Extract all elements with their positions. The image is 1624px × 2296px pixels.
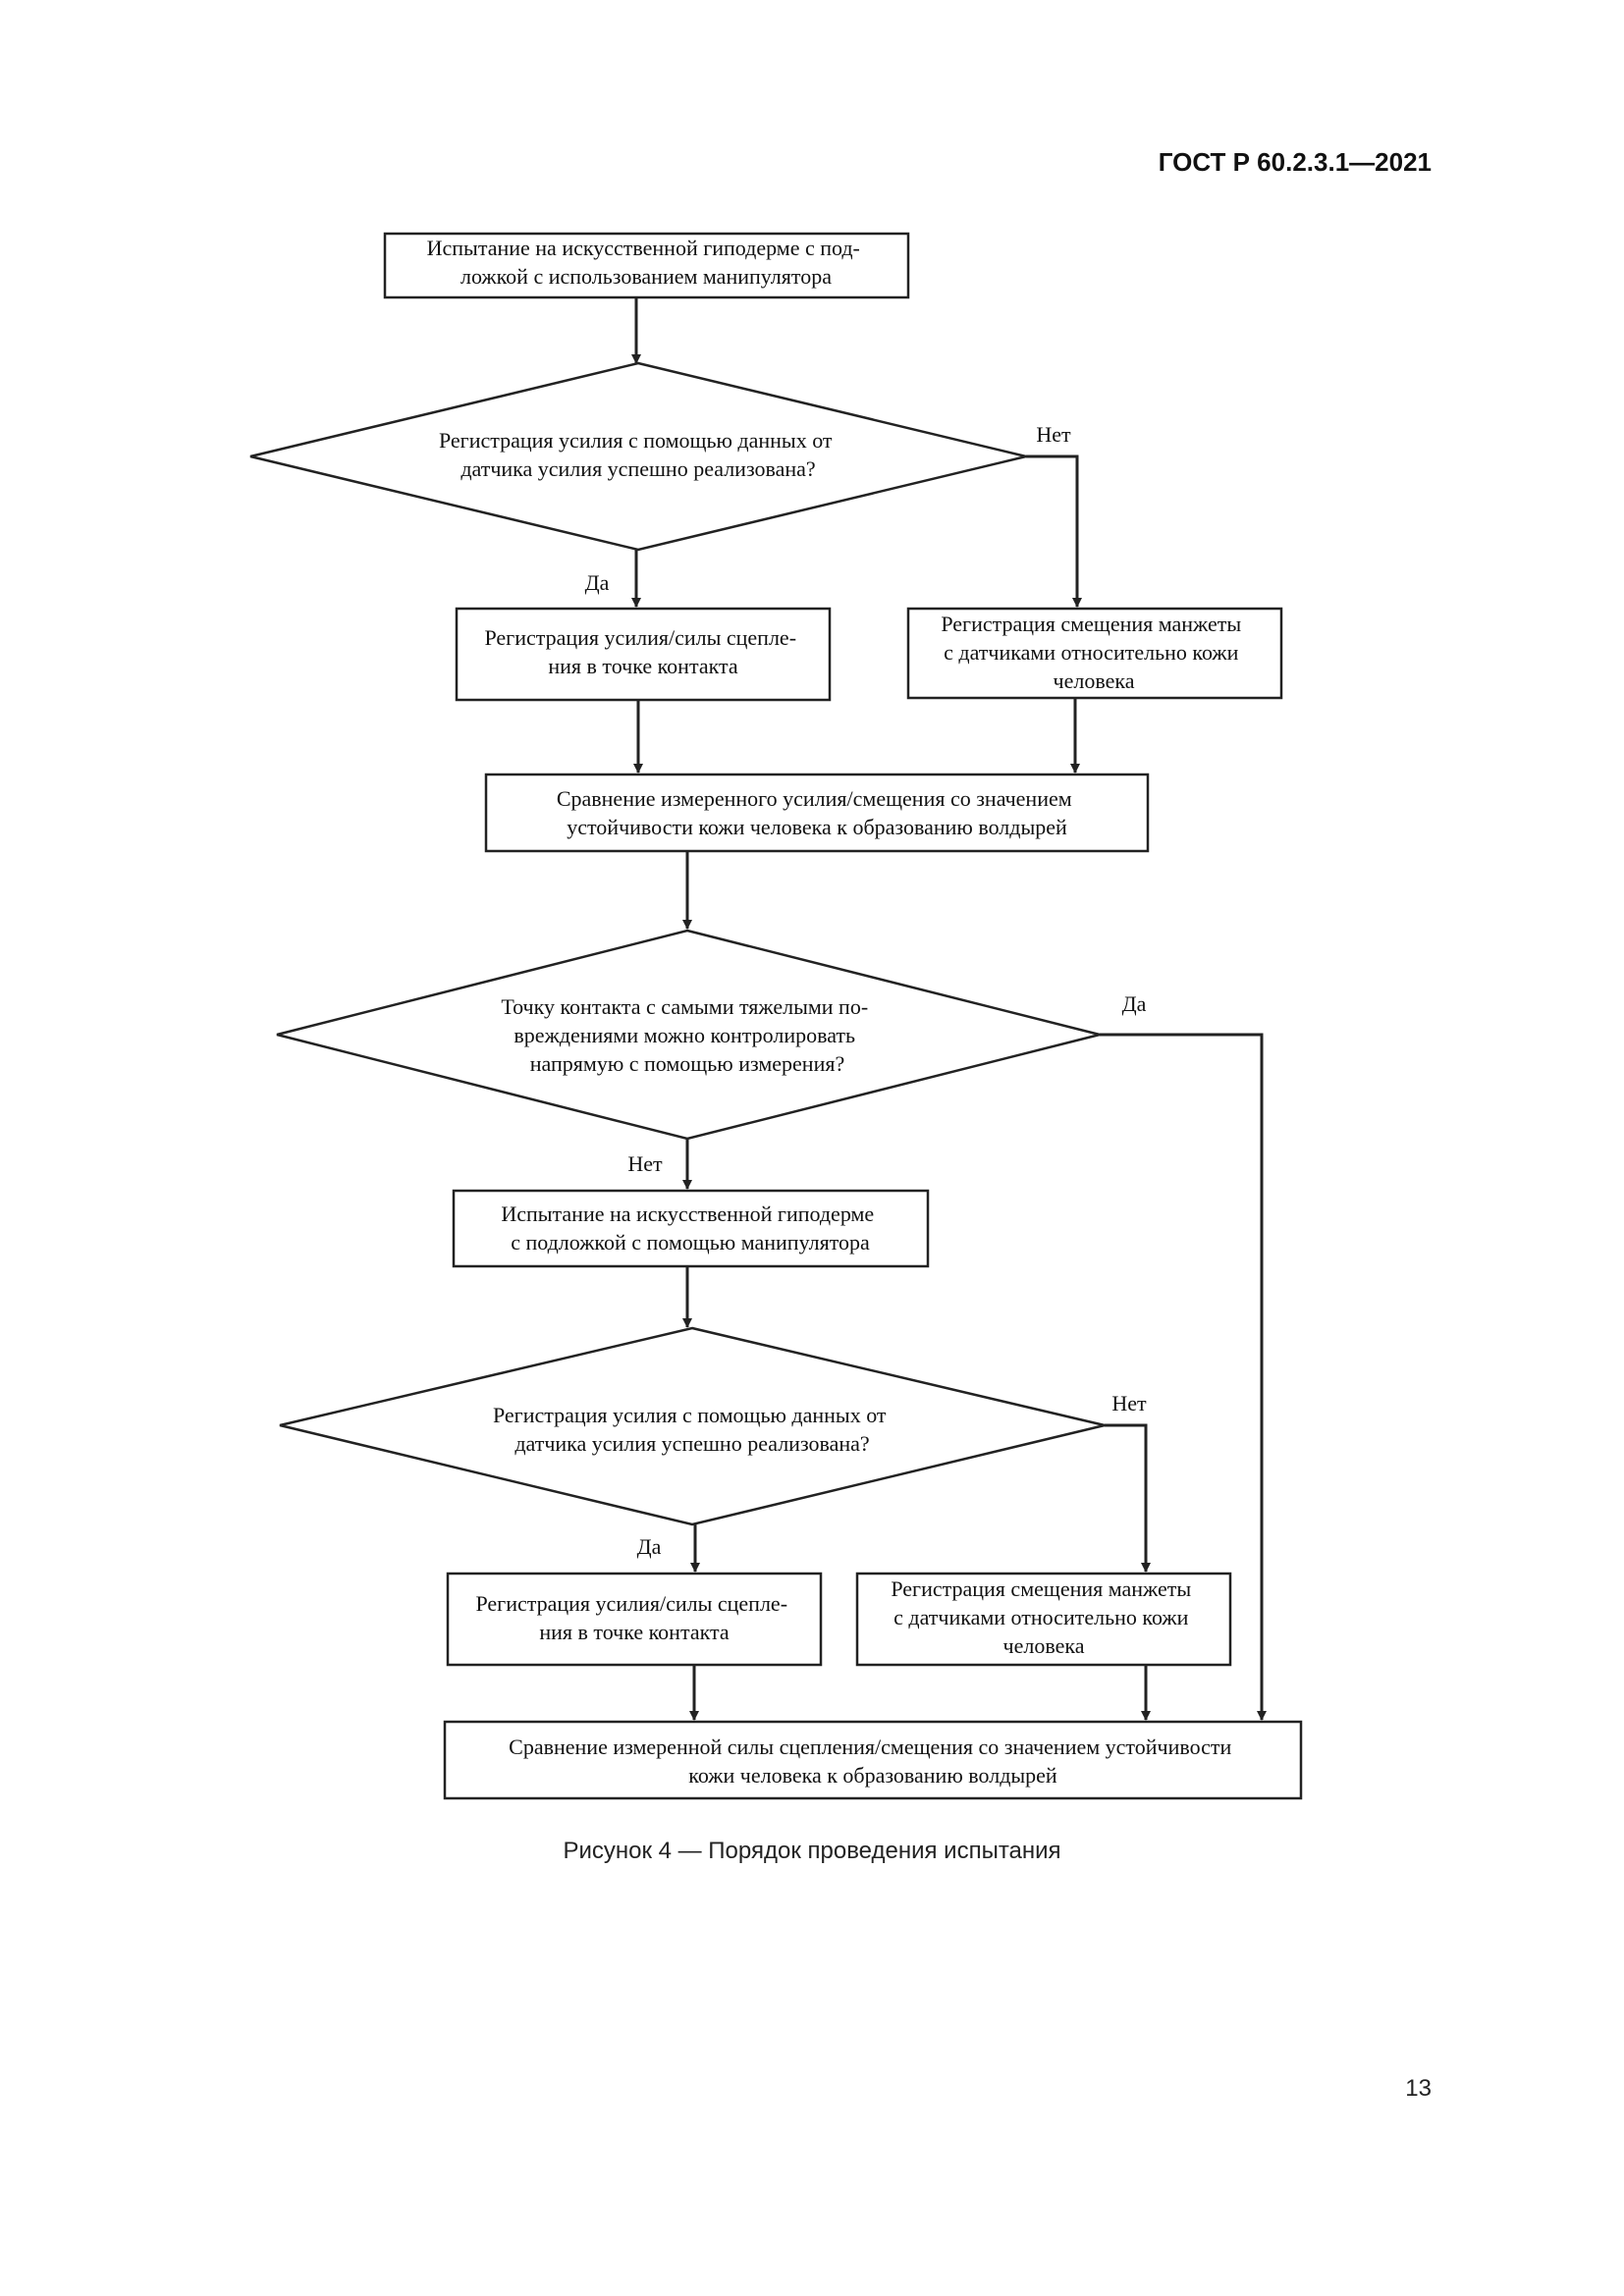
node-cuff-2-line: человека [1003, 1633, 1085, 1658]
branch-label-no: Нет [627, 1151, 663, 1176]
decision-1-line: Регистрация усилия с помощью данных от [439, 428, 833, 453]
node-test-start [383, 232, 910, 299]
node-force-registration-2-text: Регистрация усилия/силы сцепле- ния в то… [475, 1591, 792, 1644]
decision-1-line: датчика усилия успешно реализована? [460, 456, 815, 481]
node-cuff-displacement-2 [855, 1572, 1232, 1667]
node-cuff-2-line: с датчиками относительно кожи [893, 1605, 1188, 1629]
decision-force-registered-1-text: Регистрация усилия с помощью данных от д… [439, 428, 838, 481]
branch-label-yes: Да [1122, 991, 1147, 1016]
branch-label-no: Нет [1036, 422, 1071, 447]
branch-label-yes: Да [637, 1534, 662, 1559]
node-comparison-2-line: кожи человека к образованию волдырей [688, 1763, 1057, 1788]
node-test-manipulator-line: с подложкой с помощью манипулятора [511, 1230, 870, 1255]
node-comparison-1 [484, 773, 1150, 853]
node-force-1-line: Регистрация усилия/силы сцепле- [484, 625, 796, 650]
decision-direct-control-text: Точку контакта с самыми тяжелыми по- вре… [501, 994, 873, 1076]
node-force-2-line: Регистрация усилия/силы сцепле- [475, 1591, 787, 1616]
node-cuff-1-line: человека [1054, 668, 1135, 693]
node-cuff-1-line: Регистрация смещения манжеты [941, 612, 1241, 636]
arrow-d3-no [1105, 1423, 1151, 1573]
decision-2-line: вреждениями можно контролировать [514, 1023, 855, 1047]
arrow-d1-no [1026, 454, 1082, 608]
decision-3-line: датчика усилия успешно реализована? [514, 1431, 869, 1456]
node-force-registration-1 [455, 607, 832, 702]
node-force-2-line: ния в точке контакта [539, 1620, 730, 1644]
node-comparison-2-text: Сравнение измеренной силы сцепления/смещ… [509, 1735, 1237, 1788]
decision-3-line: Регистрация усилия с помощью данных от [493, 1403, 887, 1427]
branch-label-no: Нет [1111, 1391, 1147, 1415]
node-comparison-1-line: Сравнение измеренного усилия/смещения со… [557, 786, 1072, 811]
arrow-d2-yes [1100, 1033, 1267, 1721]
node-test-start-text: Испытание на искусственной гиподерме с п… [427, 236, 866, 289]
node-test-manipulator-text: Испытание на искусственной гиподерме с п… [501, 1201, 879, 1255]
decision-2-line: Точку контакта с самыми тяжелыми по- [501, 994, 868, 1019]
node-test-start-line: Испытание на искусственной гиподерме с п… [427, 236, 860, 260]
node-cuff-displacement-1-text: Регистрация смещения манжеты с датчиками… [941, 612, 1246, 693]
figure-caption: Рисунок 4 — Порядок проведения испытания [563, 1838, 1061, 1864]
node-force-registration-1-text: Регистрация усилия/силы сцепле- ния в то… [484, 625, 801, 678]
node-cuff-1-line: с датчиками относительно кожи [944, 640, 1238, 665]
node-test-manipulator [452, 1189, 930, 1268]
connectors [631, 297, 1267, 1721]
decision-2-line: напрямую с помощью измерения? [530, 1051, 844, 1076]
node-comparison-1-text: Сравнение измеренного усилия/смещения со… [557, 786, 1077, 839]
branch-label-yes: Да [585, 570, 610, 595]
decision-force-registered-2 [279, 1326, 1106, 1526]
node-cuff-displacement-1 [906, 607, 1283, 700]
node-comparison-1-line: устойчивости кожи человека к образованию… [567, 815, 1067, 839]
node-force-registration-2 [446, 1572, 823, 1667]
node-test-manipulator-line: Испытание на искусственной гиподерме [501, 1201, 874, 1226]
node-cuff-2-line: Регистрация смещения манжеты [891, 1576, 1191, 1601]
document-id: ГОСТ Р 60.2.3.1—2021 [1158, 147, 1432, 177]
node-comparison-2-line: Сравнение измеренной силы сцепления/смещ… [509, 1735, 1231, 1759]
node-cuff-displacement-2-text: Регистрация смещения манжеты с датчиками… [891, 1576, 1196, 1658]
node-force-1-line: ния в точке контакта [548, 654, 738, 678]
decision-force-registered-2-text: Регистрация усилия с помощью данных от д… [493, 1403, 892, 1456]
node-comparison-2 [443, 1720, 1303, 1800]
decision-direct-control [276, 929, 1101, 1141]
page-number: 13 [1405, 2075, 1432, 2102]
decision-force-registered-1 [249, 361, 1027, 552]
node-test-start-line: ложкой с использованием манипулятора [460, 264, 832, 289]
